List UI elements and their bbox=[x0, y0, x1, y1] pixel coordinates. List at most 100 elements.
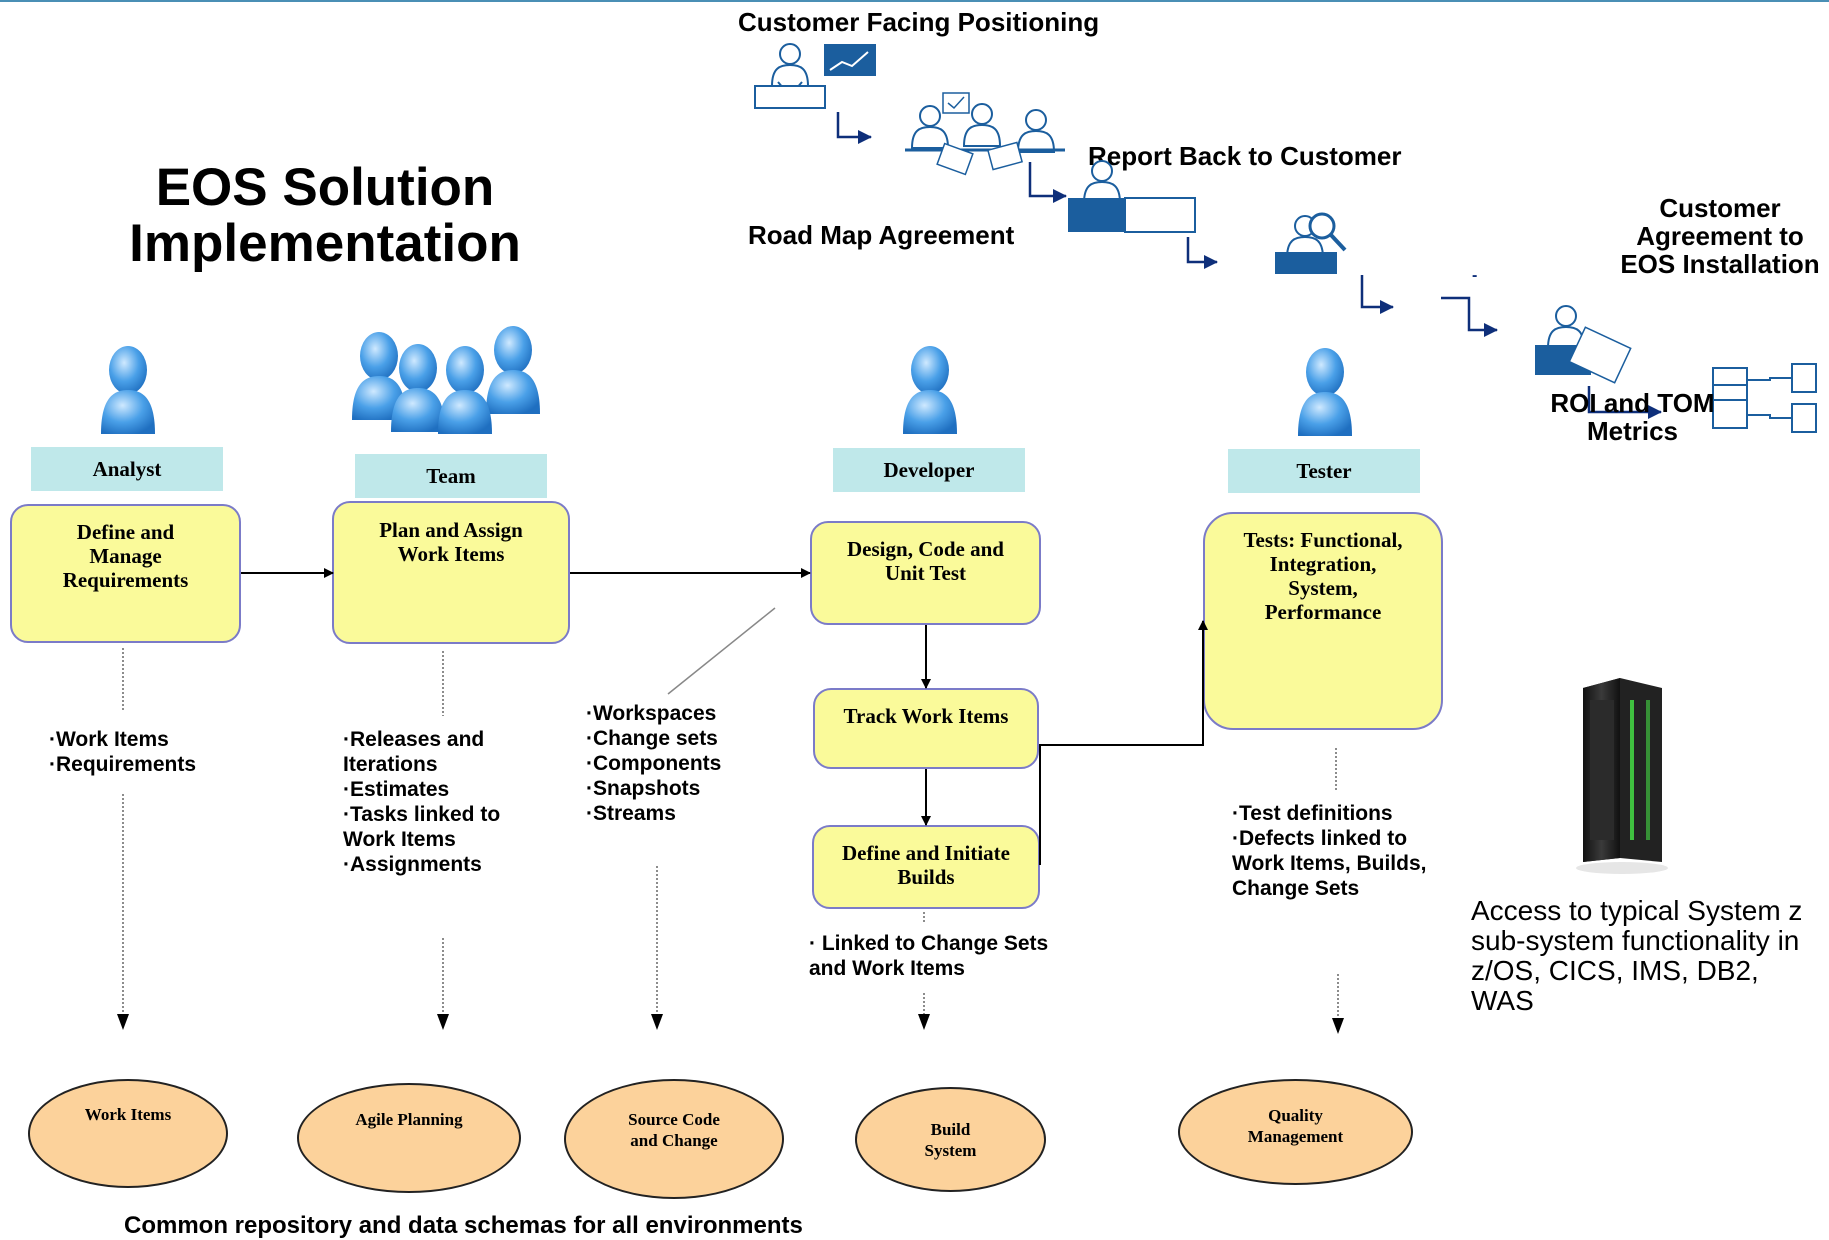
oval-label-line: System bbox=[924, 1140, 977, 1160]
list-team: ·Releases and Iterations ·Estimates ·Tas… bbox=[343, 727, 500, 877]
oval-source-code: Source Code and Change bbox=[564, 1079, 784, 1199]
down-arrowheads bbox=[117, 1014, 1344, 1034]
customer-facing-label: Customer Facing Positioning bbox=[738, 7, 1100, 37]
process-text-line: Define and Initiate bbox=[842, 841, 1010, 865]
role-tester: Tester bbox=[1228, 449, 1420, 493]
process-text-line: Plan and Assign bbox=[379, 518, 523, 542]
list-item: ·Defects linked to bbox=[1232, 827, 1408, 850]
process-text-line: Integration, bbox=[1269, 552, 1377, 576]
oval-label: Agile Planning bbox=[355, 1109, 463, 1129]
top-accent-line bbox=[0, 0, 1829, 2]
process-text-line: Work Items bbox=[397, 542, 505, 566]
list-item: · Linked to Change Sets bbox=[809, 932, 1049, 955]
role-developer: Developer bbox=[833, 448, 1025, 492]
oval-label: Build System bbox=[876, 1119, 1026, 1161]
title-line-2: Implementation bbox=[129, 214, 521, 273]
source-pointer-line bbox=[667, 607, 776, 695]
process-plan-assign: Plan and Assign Work Items bbox=[332, 501, 570, 644]
access-line: Access to typical System z bbox=[1471, 895, 1803, 926]
role-analyst: Analyst bbox=[31, 447, 223, 491]
report-back-label: Report Back to Customer bbox=[1088, 141, 1402, 171]
roi-line-1: ROI and TOM bbox=[1550, 388, 1715, 418]
person-icon bbox=[101, 346, 155, 434]
top-flow-arrows bbox=[836, 112, 1662, 419]
access-line: z/OS, CICS, IMS, DB2, bbox=[1471, 955, 1759, 986]
server-icon bbox=[1712, 363, 1817, 433]
list-item: ·Estimates bbox=[343, 778, 450, 801]
reviewer-icon bbox=[1068, 160, 1196, 233]
list-item: and Work Items bbox=[809, 957, 965, 980]
process-text-line: Manage bbox=[89, 544, 162, 568]
oval-agile-planning: Agile Planning bbox=[297, 1083, 521, 1193]
road-map-label: Road Map Agreement bbox=[748, 220, 1015, 250]
oval-label-line: Quality bbox=[1268, 1106, 1323, 1125]
list-item: ·Assignments bbox=[343, 853, 482, 876]
presenter-icon bbox=[754, 43, 876, 109]
process-text-line: Define and bbox=[76, 520, 175, 544]
list-item: Work Items bbox=[343, 828, 456, 851]
list-build: · Linked to Change Sets and Work Items bbox=[809, 931, 1048, 981]
list-item: ·Test definitions bbox=[1232, 802, 1393, 825]
oval-label: Source Code and Change bbox=[588, 1109, 761, 1151]
process-text-line: Builds bbox=[897, 865, 955, 889]
person-icon bbox=[903, 346, 957, 434]
roi-line-2: Metrics bbox=[1586, 416, 1679, 446]
oval-label-line: and Change bbox=[630, 1131, 718, 1150]
list-item: ·Tasks linked to bbox=[343, 803, 501, 826]
list-source: ·Workspaces ·Change sets ·Components ·Sn… bbox=[586, 701, 721, 826]
connector-builds bbox=[1039, 744, 1203, 865]
oval-label: Quality Management bbox=[1203, 1105, 1388, 1147]
oval-build-system: Build System bbox=[855, 1087, 1046, 1192]
process-text-line: Performance bbox=[1264, 600, 1382, 624]
oval-work-items: Work Items bbox=[28, 1079, 228, 1188]
process-design-code: Design, Code and Unit Test bbox=[810, 521, 1041, 625]
title-line-1: EOS Solution bbox=[155, 158, 495, 217]
list-item: ·Work Items bbox=[49, 728, 169, 751]
process-define-requirements: Define and Manage Requirements bbox=[10, 504, 241, 643]
list-item: ·Snapshots bbox=[586, 777, 701, 800]
list-item: ·Streams bbox=[586, 802, 676, 825]
list-item: ·Change sets bbox=[586, 727, 718, 750]
list-tester: ·Test definitions ·Defects linked to Wor… bbox=[1232, 801, 1427, 901]
oval-label-line: Management bbox=[1247, 1127, 1344, 1146]
roi-metrics-label: ROI and TOM Metrics bbox=[1520, 389, 1745, 445]
mainframe-icon bbox=[1576, 678, 1668, 874]
oval-label-line: Source Code bbox=[628, 1110, 720, 1129]
list-item: Work Items, Builds, bbox=[1232, 852, 1427, 875]
oval-label-line: Build bbox=[930, 1119, 971, 1139]
person-icon bbox=[1298, 348, 1352, 436]
clipboard-person-icon bbox=[1535, 305, 1632, 384]
process-text-line: Tests: Functional, bbox=[1243, 528, 1403, 552]
customer-agreement-label: Customer Agreement to EOS Installation bbox=[1600, 194, 1829, 278]
list-item: ·Components bbox=[586, 752, 722, 775]
footer-caption: Common repository and data schemas for a… bbox=[124, 1212, 803, 1239]
access-description: Access to typical System z sub-system fu… bbox=[1471, 896, 1802, 1016]
process-text-line: Design, Code and bbox=[847, 537, 1004, 561]
flow-dot: - bbox=[1472, 267, 1478, 284]
team-icon bbox=[352, 326, 540, 434]
list-item: ·Requirements bbox=[49, 753, 197, 776]
meeting-icon bbox=[905, 92, 1065, 176]
repository-arrows bbox=[122, 648, 1339, 1018]
oval-label: Work Items bbox=[84, 1105, 172, 1124]
access-line: WAS bbox=[1471, 985, 1534, 1016]
list-item: Iterations bbox=[343, 753, 438, 776]
oval-quality-management: Quality Management bbox=[1178, 1079, 1413, 1185]
list-item: ·Workspaces bbox=[586, 702, 717, 725]
process-arrows bbox=[241, 568, 1208, 865]
page-title: EOS Solution Implementation bbox=[90, 160, 560, 272]
list-item: ·Releases and bbox=[343, 728, 485, 751]
customer-agreement-line-3: EOS Installation bbox=[1620, 249, 1820, 279]
list-item: Change Sets bbox=[1232, 877, 1360, 900]
process-define-builds: Define and Initiate Builds bbox=[812, 825, 1040, 909]
list-analyst: ·Work Items ·Requirements bbox=[49, 727, 196, 777]
customer-agreement-line-2: Agreement to bbox=[1636, 221, 1804, 251]
process-track-work-items: Track Work Items bbox=[813, 688, 1039, 769]
process-text-line: System, bbox=[1288, 576, 1358, 600]
role-team: Team bbox=[355, 454, 547, 498]
process-text-line: Requirements bbox=[62, 568, 189, 592]
arrow-track-to-tests bbox=[1039, 620, 1208, 746]
access-line: sub-system functionality in bbox=[1471, 925, 1800, 956]
inspector-icon bbox=[1275, 212, 1347, 274]
